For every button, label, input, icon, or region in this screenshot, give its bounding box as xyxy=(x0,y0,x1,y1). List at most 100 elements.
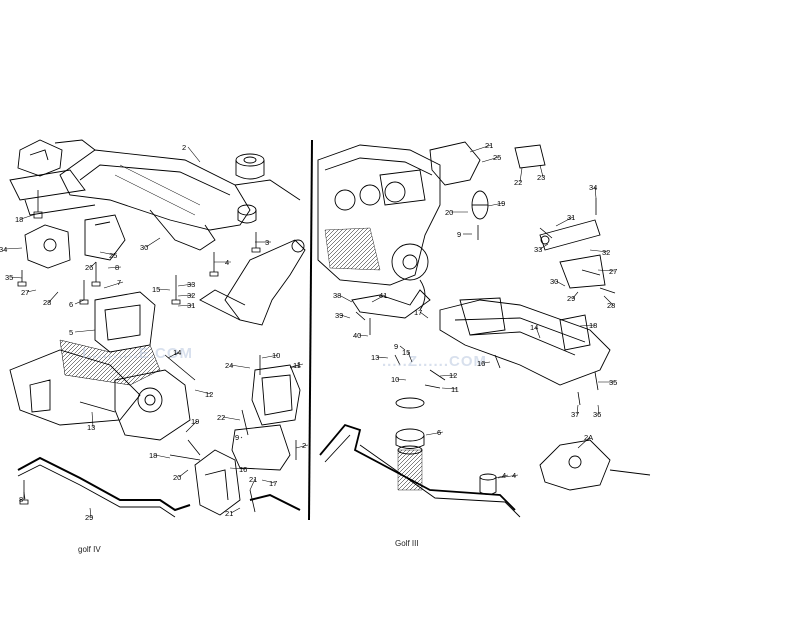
golf4-gearbox-mount xyxy=(59,291,161,386)
callout-number: 25 xyxy=(109,251,117,260)
callout-number: 25 xyxy=(493,153,501,162)
callout-leader xyxy=(597,269,616,272)
callout-leader xyxy=(555,216,574,227)
golf4-mount-upper xyxy=(17,139,126,269)
callout-leader xyxy=(295,444,309,449)
callout-number: 36 xyxy=(593,410,601,419)
golf4-anti-roll-bar xyxy=(17,456,301,518)
callout-leader xyxy=(579,324,596,327)
callout-number: 8 xyxy=(19,495,23,504)
callout-leader xyxy=(74,299,85,305)
callout-number: 4 xyxy=(225,258,229,267)
golf4-bracket xyxy=(194,449,241,516)
callout-number: 39 xyxy=(335,311,343,320)
golf3-crossmember xyxy=(319,423,521,518)
callout-leader xyxy=(103,281,124,289)
callout-leader xyxy=(261,354,279,359)
callout-number: 7 xyxy=(117,278,121,287)
callout-number: 4 xyxy=(512,471,516,480)
callout-leader xyxy=(539,164,544,178)
golf3-bracket-31 xyxy=(539,219,606,289)
callout-leader xyxy=(576,404,579,415)
callout-number: 12 xyxy=(449,371,457,380)
golf3-arm xyxy=(351,279,431,319)
callout-leader xyxy=(74,329,96,333)
callout-number: 23 xyxy=(537,173,545,182)
callout-leader xyxy=(187,146,201,163)
callout-number: 28 xyxy=(607,301,615,310)
callout-leader xyxy=(371,294,386,303)
callout-number: 37 xyxy=(571,410,579,419)
callout-number: 20 xyxy=(445,208,453,217)
callout-leader xyxy=(594,186,597,199)
callout-leader xyxy=(597,404,600,415)
callout-leader xyxy=(26,289,37,293)
callout-number: 35 xyxy=(609,378,617,387)
callout-number: 34 xyxy=(0,245,7,254)
callout-leader xyxy=(289,363,304,368)
callout-leader xyxy=(222,416,241,421)
callout-number: 22 xyxy=(217,413,225,422)
callout-number: 9 xyxy=(235,433,239,442)
callout-leader xyxy=(10,276,23,279)
golf3-upper-mount xyxy=(429,141,546,220)
callout-number: 30 xyxy=(140,243,148,252)
callout-number: 1 xyxy=(297,360,301,369)
callout-leader xyxy=(240,436,243,439)
callout-leader xyxy=(497,474,519,479)
callout-number: 20 xyxy=(173,473,181,482)
callout-number: 5 xyxy=(69,328,73,337)
callout-leader xyxy=(48,291,59,303)
callout-number: 32 xyxy=(187,291,195,300)
callout-leader xyxy=(539,243,549,250)
callout-number: 10 xyxy=(391,375,399,384)
callout-leader xyxy=(358,334,369,337)
golf3-caption: Golf III xyxy=(395,539,419,548)
callout-leader xyxy=(376,356,389,359)
callout-leader xyxy=(177,294,194,297)
callout-number: 32 xyxy=(602,248,610,257)
callout-number: 28 xyxy=(43,298,51,307)
callout-leader xyxy=(154,454,171,459)
callout-leader xyxy=(178,469,189,478)
callout-leader xyxy=(419,311,429,319)
callout-number: 11 xyxy=(451,385,459,394)
callout-number: 6 xyxy=(437,428,441,437)
callout-number: 12 xyxy=(205,390,213,399)
callout-number: 22 xyxy=(514,178,522,187)
callout-number: 4 xyxy=(502,471,506,480)
callout-number: 14 xyxy=(530,323,538,332)
callout-leader xyxy=(194,389,212,395)
callout-leader xyxy=(572,291,579,299)
callout-number: 16 xyxy=(477,359,485,368)
callout-leader xyxy=(396,378,407,381)
golf4-control-arm xyxy=(199,239,306,326)
callout-leader xyxy=(482,361,491,364)
callout-leader xyxy=(91,411,94,428)
callout-number: 21 xyxy=(485,141,493,150)
callout-leader xyxy=(229,467,246,470)
callout-leader xyxy=(99,251,116,256)
golf3-bracket-2a xyxy=(539,439,651,491)
callout-leader xyxy=(23,491,26,500)
callout-leader xyxy=(177,304,194,307)
golf3-engine xyxy=(317,144,441,286)
watermark-right: .....Z......COM xyxy=(382,353,487,370)
callout-leader xyxy=(177,283,194,287)
callout-leader xyxy=(441,387,458,390)
golf4-caption: golf IV xyxy=(78,545,101,554)
callout-number: 9 xyxy=(457,230,461,239)
callout-number: 14 xyxy=(173,348,181,357)
golf4-bolts xyxy=(17,190,297,513)
callout-leader xyxy=(107,266,122,269)
callout-leader xyxy=(20,213,37,220)
callout-leader xyxy=(555,280,566,287)
callout-number: 19 xyxy=(497,199,505,208)
callout-leader xyxy=(481,156,500,163)
callout-leader xyxy=(407,351,413,363)
callout-leader xyxy=(425,431,444,436)
callout-number: 13 xyxy=(371,353,379,362)
callout-number: 3 xyxy=(265,238,269,247)
